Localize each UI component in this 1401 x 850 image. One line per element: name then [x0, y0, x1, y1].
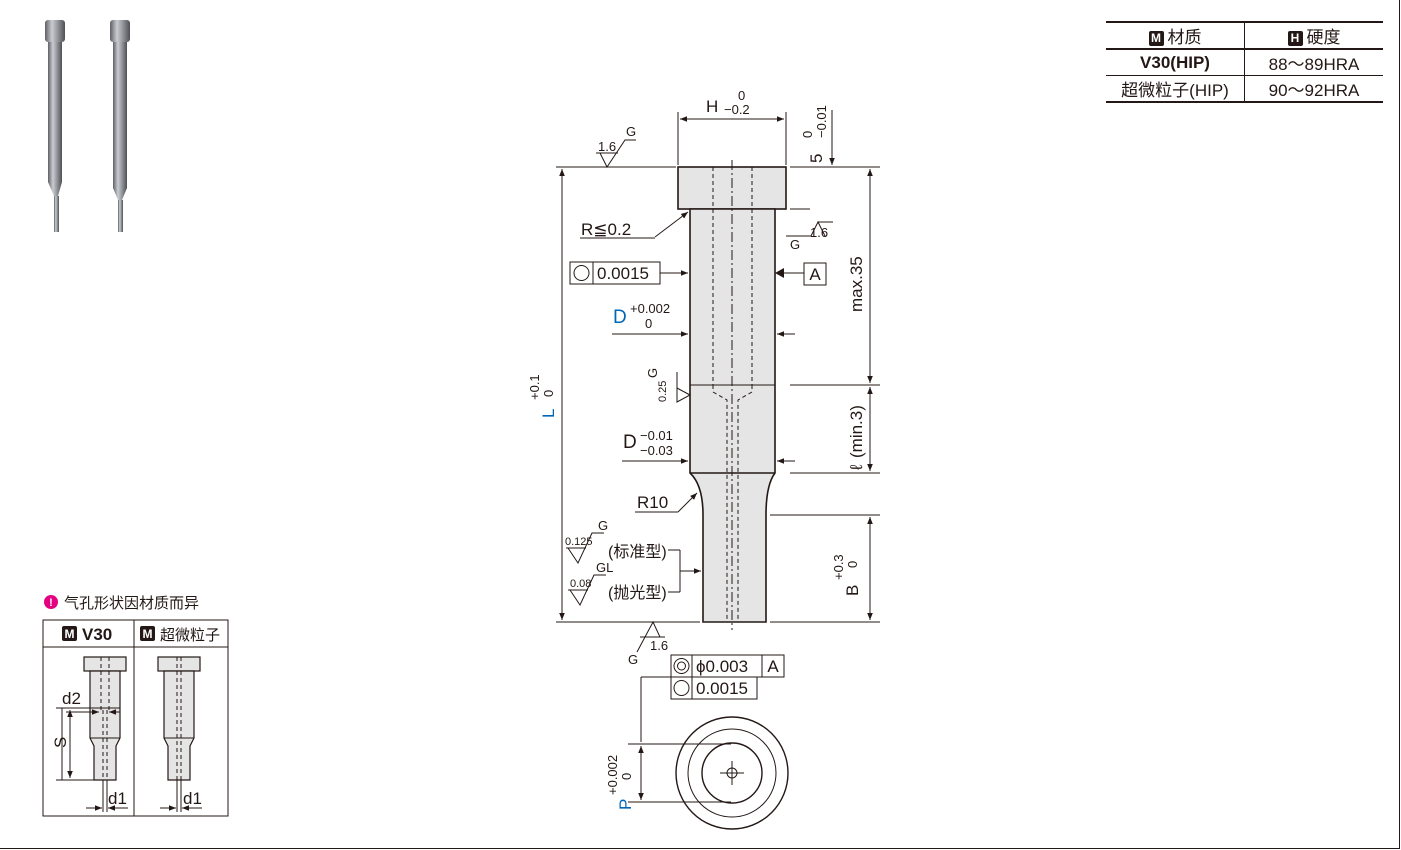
product-photo: [45, 20, 130, 232]
dim-d-lower-tol-lower: −0.03: [640, 443, 673, 458]
surface-symbol-std: 0.125 G: [565, 518, 608, 565]
material-badge-icon: M: [1148, 31, 1164, 46]
dim-p: P: [616, 799, 635, 810]
dim-head-thick-tol-lower: −0.01: [814, 105, 829, 138]
dim-b-tol-upper: +0.3: [831, 554, 846, 580]
inset-d1-label-left: d1: [108, 789, 127, 808]
svg-text:1.6: 1.6: [650, 638, 668, 653]
dim-d-upper-tol-upper: +0.002: [630, 301, 670, 316]
inset-d1-label-right: d1: [183, 789, 202, 808]
dim-d-upper: D: [613, 307, 627, 328]
inset-pin-v30: d2 S d1: [51, 656, 128, 812]
surface-symbol-head: 1.6 G: [786, 220, 833, 252]
inset-s-label: S: [51, 737, 70, 748]
dim-h-tol-upper: 0: [738, 88, 745, 103]
inset-d2-label: d2: [62, 689, 81, 708]
dim-r10: R10: [637, 493, 668, 512]
inset-col2-label: 超微粒子: [160, 627, 220, 644]
inset-col1-label: V30: [82, 625, 112, 644]
pin-photo-right: [110, 20, 130, 232]
svg-text:G: G: [626, 124, 636, 139]
dim-head-thick: 5: [807, 154, 826, 163]
dim-b: B: [843, 585, 862, 596]
dim-h: H: [706, 97, 718, 116]
dim-d-lower: D: [623, 432, 637, 453]
surface-symbol-top: 1.6 G: [596, 124, 636, 168]
svg-text:G: G: [645, 368, 660, 378]
dim-h-tol-lower: −0.2: [724, 102, 750, 117]
dim-r-head: R≦0.2: [581, 220, 631, 239]
svg-text:1.6: 1.6: [598, 139, 616, 154]
exclamation-circle-icon: [44, 595, 58, 609]
surface-symbol-bottom: 1.6 G: [628, 620, 668, 667]
svg-text:GL: GL: [596, 560, 613, 575]
dim-l-tol-lower: 0: [541, 390, 556, 397]
hardness-cell: 88～89HRA: [1244, 49, 1383, 76]
svg-text:0.08: 0.08: [570, 578, 591, 590]
svg-text:0.25: 0.25: [657, 381, 669, 402]
inset-badge-2-icon: M: [143, 627, 153, 641]
main-pin-drawing: H 0 −0.2 5 0 −0.01 L +0.1 0 max.35 ℓ (mi…: [527, 88, 880, 830]
dim-ell: ℓ: [847, 464, 866, 471]
table-row: V30(HIP) 88～89HRA: [1106, 49, 1383, 76]
material-cell: V30(HIP): [1106, 49, 1245, 76]
end-view: P +0.002 0: [605, 716, 789, 830]
dim-p-tol-upper: +0.002: [605, 755, 620, 795]
inset-badge-1-icon: M: [65, 627, 75, 641]
svg-text:1.6: 1.6: [810, 225, 828, 240]
dim-p-tol-lower: 0: [619, 773, 634, 780]
svg-text:G: G: [598, 518, 608, 533]
note: ! 气孔形状因材质而异: [44, 595, 199, 612]
svg-text:G: G: [790, 237, 800, 252]
inset-table: M V30 M 超微粒子 d2 S d1: [42, 619, 229, 817]
material-cell: 超微粒子(HIP): [1106, 75, 1245, 103]
type-standard: (标准型): [608, 543, 667, 561]
hardness-cell: 90～92HRA: [1244, 75, 1383, 103]
note-text: 气孔形状因材质而异: [64, 595, 199, 612]
hardness-badge-icon: H: [1287, 31, 1303, 46]
dim-b-tol-lower: 0: [845, 561, 860, 568]
surface-symbol-polish: 0.08 GL: [568, 560, 613, 607]
svg-text:G: G: [628, 652, 638, 667]
dim-l-tol-upper: +0.1: [527, 374, 542, 400]
dim-l: L: [539, 409, 558, 418]
runout-datum: A: [767, 657, 779, 676]
svg-text:0.125: 0.125: [565, 536, 593, 548]
svg-text:!: !: [49, 597, 53, 609]
datum-a: A: [809, 265, 821, 284]
roundness-2: 0.0015: [696, 679, 748, 698]
dim-head-thick-tol-upper: 0: [800, 131, 815, 138]
surface-symbol-d: 0.25 G: [645, 368, 692, 403]
dim-d-upper-tol-lower: 0: [645, 316, 652, 331]
pin-photo-left: [45, 20, 65, 232]
inset-pin-ultrafine: d1: [157, 656, 202, 812]
dim-ell-min: (min.3): [847, 405, 866, 458]
pin-body: [677, 160, 787, 630]
roundness-1: 0.0015: [597, 264, 649, 283]
table-row: 超微粒子(HIP) 90～92HRA: [1106, 75, 1383, 103]
runout-frame: ϕ0.003 A 0.0015: [640, 654, 785, 742]
dim-max35: max.35: [847, 256, 866, 312]
dim-d-lower-tol-upper: −0.01: [640, 428, 673, 443]
type-polish: (抛光型): [608, 584, 667, 602]
runout-value: ϕ0.003: [696, 657, 748, 676]
